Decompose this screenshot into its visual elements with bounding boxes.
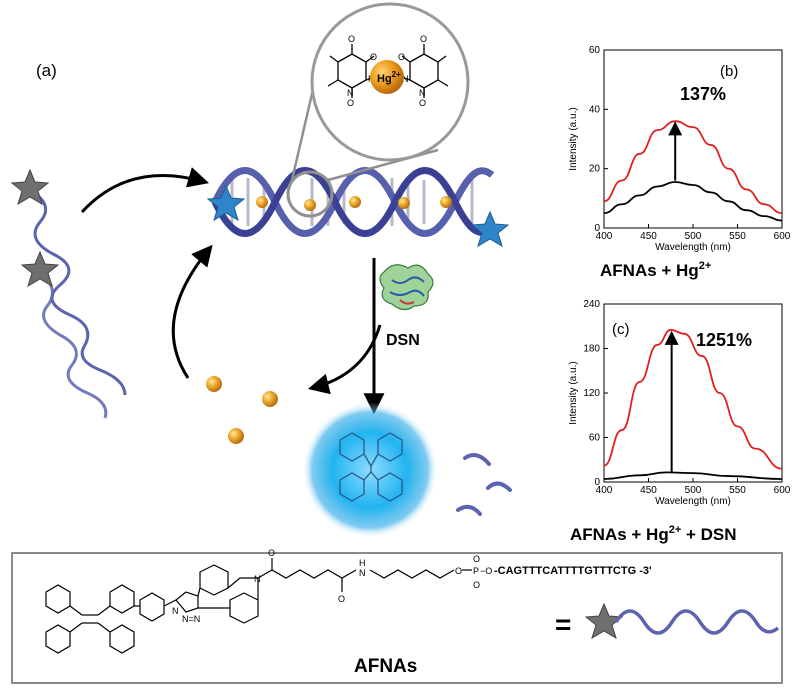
panel-b-percent: 137% [680, 84, 726, 104]
panel-c-caption: AFNAs + Hg2+ + DSN [570, 524, 737, 544]
tpe-molecule [339, 432, 403, 502]
x-tick-label: 450 [640, 485, 657, 496]
panel-b-caption: AFNAs + Hg2+ [600, 260, 711, 280]
equals-sign: = [555, 609, 571, 640]
inset-ion-label: Hg2+ [377, 70, 401, 85]
x-tick-label: 500 [685, 231, 702, 242]
y-tick-label: 20 [589, 164, 601, 175]
panel-a-label: (a) [36, 61, 57, 80]
x-tick-label: 550 [729, 485, 746, 496]
x-tick-label: 550 [729, 231, 746, 242]
blue-star-icon [206, 184, 246, 222]
released-hg-ions [206, 376, 278, 444]
svg-text:N: N [359, 568, 366, 578]
magnifier-ring [286, 170, 334, 218]
svg-text:O: O [419, 98, 426, 108]
series-line-0 [603, 329, 783, 470]
x-tick-label: 500 [685, 485, 702, 496]
panel-c-label: (c) [612, 321, 630, 338]
afnas-name: AFNAs [354, 656, 417, 677]
x-tick-label: 600 [774, 231, 791, 242]
x-axis-label: Wavelength (nm) [655, 242, 731, 253]
svg-text:N: N [172, 606, 179, 616]
svg-text:O: O [473, 554, 480, 564]
hg-ion-sphere [370, 60, 404, 94]
series-line-1 [603, 181, 783, 222]
t-hg-t-structure [327, 44, 449, 98]
svg-text:O: O [348, 34, 355, 44]
y-tick-label: 180 [583, 344, 600, 355]
x-tick-label: 400 [596, 231, 613, 242]
afnas-atom-labels: N O H N O O P O O −O N N=N [172, 548, 492, 624]
svg-text:−O: −O [480, 566, 492, 576]
hg-ions-in-duplex [256, 196, 452, 211]
y-axis-label: Intensity (a.u.) [568, 361, 579, 424]
svg-text:N: N [347, 88, 354, 98]
cleaved-fragments [456, 453, 512, 516]
hybridization-arrow [80, 167, 210, 214]
plot-frame [603, 49, 783, 229]
series-line-0 [603, 120, 783, 215]
svg-text:N: N [254, 574, 261, 584]
svg-text:H: H [359, 558, 366, 568]
fluorescence-glow [302, 402, 438, 538]
release-arrow [307, 324, 382, 395]
svg-text:O: O [398, 52, 405, 62]
svg-text:O: O [455, 566, 462, 576]
x-axis-label: Wavelength (nm) [655, 496, 731, 507]
x-tick-label: 600 [774, 485, 791, 496]
series-line-1 [603, 471, 783, 480]
svg-text:O: O [268, 548, 275, 558]
dsn-label: DSN [386, 332, 420, 349]
svg-text:O: O [420, 34, 427, 44]
gray-star-icon [20, 250, 60, 288]
svg-text:O: O [473, 580, 480, 590]
y-tick-label: 120 [583, 388, 600, 399]
svg-text:N: N [419, 88, 426, 98]
y-tick-label: 0 [594, 223, 600, 234]
recycle-arrow [171, 244, 213, 379]
y-axis-label: Intensity (a.u.) [568, 107, 579, 170]
panel-c-percent: 1251% [696, 330, 752, 350]
panel-b-label: (b) [720, 63, 738, 80]
afnas-structure-box [11, 552, 783, 684]
svg-text:P: P [473, 566, 479, 576]
blue-star-icon [470, 210, 510, 248]
dsn-enzyme-icon [379, 264, 434, 311]
gray-star-icon [10, 168, 50, 206]
afnas-strand-icon [614, 609, 780, 635]
y-tick-label: 0 [594, 477, 600, 488]
svg-text:O: O [338, 594, 345, 604]
svg-text:O: O [347, 98, 354, 108]
svg-text:N: N [402, 74, 409, 84]
y-tick-label: 240 [583, 299, 600, 310]
svg-text:O: O [370, 52, 377, 62]
afnas-sequence: -CAGTTTCATTTTGTTTCTG -3' [494, 565, 652, 577]
ssdna-strand-2 [38, 268, 108, 419]
ssdna-strand-1 [29, 188, 127, 396]
x-tick-label: 450 [640, 231, 657, 242]
y-tick-label: 60 [589, 45, 601, 56]
plot-frame [603, 303, 783, 483]
y-tick-label: 40 [589, 104, 601, 115]
svg-text:N=N: N=N [182, 614, 200, 624]
x-tick-label: 400 [596, 485, 613, 496]
afnas-chemical-structure [45, 558, 472, 654]
y-tick-label: 60 [589, 433, 601, 444]
